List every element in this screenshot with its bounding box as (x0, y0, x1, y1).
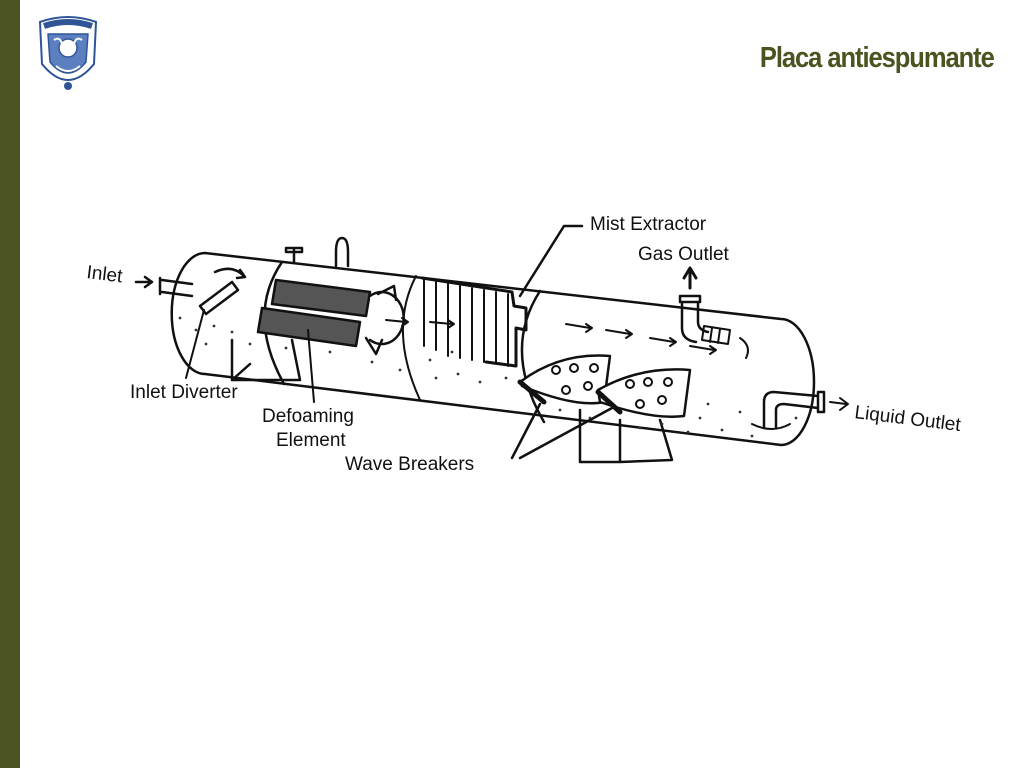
section-ring-2 (520, 289, 546, 424)
side-accent-bar (0, 0, 20, 768)
baffle-disc (368, 290, 405, 346)
gas-outlet-pipe (680, 298, 710, 344)
flow-arrow-1 (213, 267, 247, 280)
liquid-outlet-arrow (829, 397, 849, 411)
top-nozzle-1 (284, 246, 304, 264)
mist-extractor-frame (420, 276, 528, 368)
inlet-arrow (134, 275, 154, 289)
label-defoaming-line2: Element (276, 430, 346, 451)
baffle-tab-2 (364, 336, 384, 356)
label-inlet-diverter: Inlet Diverter (130, 382, 238, 403)
label-liquid-outlet: Liquid Outlet (853, 402, 962, 436)
inlet-nozzle (158, 276, 194, 298)
front-support (230, 338, 302, 382)
gas-flow-arrows (565, 323, 717, 355)
slide-title: Placa antiespumante (760, 42, 995, 74)
label-wave-breakers: Wave Breakers (345, 454, 474, 475)
liquid-stipple (178, 316, 798, 438)
inner-flow-arrows (385, 317, 455, 329)
liquid-outlet-flange (816, 390, 826, 414)
wave-breaker-2-rim (595, 389, 623, 415)
top-nozzle-2 (334, 236, 350, 268)
label-gas-outlet: Gas Outlet (638, 244, 730, 265)
mist-extractor-pointer (518, 224, 584, 298)
defoaming-element-bottom (256, 306, 362, 348)
label-inlet: Inlet (85, 262, 124, 287)
inlet-diverter-pointer (185, 309, 205, 379)
gas-vent-grid (701, 325, 731, 345)
rear-support (578, 408, 674, 464)
gas-outlet-flange (678, 294, 702, 304)
defoaming-element-top (270, 278, 372, 318)
section-ring-3 (402, 275, 421, 401)
wave-breaker-pointers (510, 402, 614, 460)
university-crest-logo (38, 16, 98, 90)
defoaming-pointer (307, 329, 315, 403)
swirl-arrow (739, 337, 749, 359)
label-mist-extractor: Mist Extractor (590, 214, 707, 235)
baffle-tab-1 (376, 284, 398, 302)
liquid-outlet-pipe (762, 390, 820, 430)
wave-breaker-holes (551, 363, 673, 409)
gas-outlet-arrow (682, 266, 698, 290)
label-defoaming-line1: Defoaming (262, 406, 354, 427)
wave-breaker-1-rim (517, 379, 547, 405)
drain-swirl (751, 423, 791, 430)
